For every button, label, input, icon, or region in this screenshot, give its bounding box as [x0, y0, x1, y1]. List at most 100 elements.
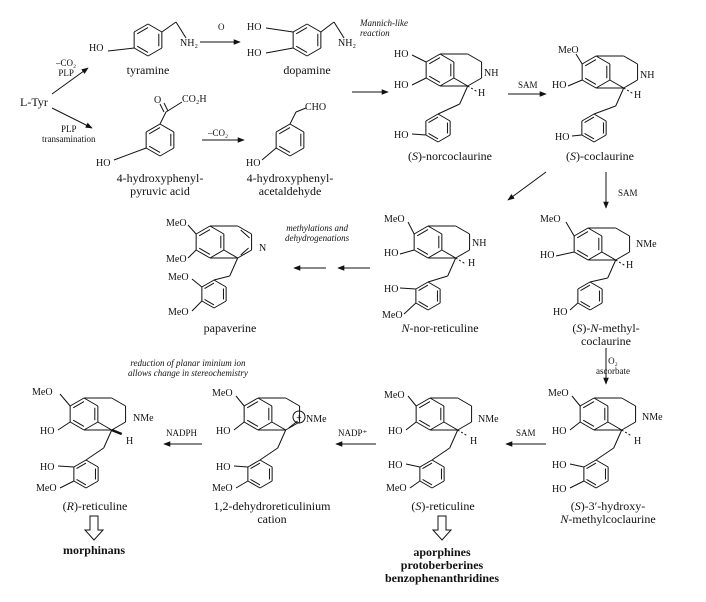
dehydro-label: 1,2-dehydroreticulinium cation — [214, 500, 331, 526]
norcoclaurine-benzyl-ch2 — [459, 85, 469, 105]
papaverine-aromatic-bond — [209, 225, 225, 235]
norcoclaurine-ring-bond — [453, 77, 468, 87]
norret-benzyl-ring-bond — [427, 302, 441, 311]
norcoclaurine-ring-bond — [467, 53, 482, 63]
coclaurine-aromatic-double-bond — [584, 59, 597, 67]
hpaa-double-bond — [278, 145, 291, 153]
dehydro-aromatic-double-bond — [246, 401, 259, 409]
papaverine-ome-bond — [191, 278, 203, 288]
nmc-benzyl-ring-bond — [589, 302, 603, 311]
rret-ring-bond — [111, 421, 126, 431]
norcoclaurine-benzyl-ch2 — [437, 103, 460, 115]
hnmc-benzyl-ring-bond — [583, 480, 597, 489]
norcoclaurine-benzyl-ring-bond — [437, 113, 451, 122]
hnmc-p1: ( — [570, 499, 575, 513]
hnmc-aromatic-bond — [593, 421, 609, 431]
rret-aromatic-double-bond — [72, 419, 85, 427]
rret-benzyl-ring-bond — [73, 459, 87, 468]
hpaa-bond — [275, 147, 291, 157]
co2-loss: –CO₂ — [56, 58, 77, 68]
aporphines-label: aporphines — [413, 545, 471, 559]
methylations-line1: methylations and — [286, 223, 348, 233]
hnmc-p3: )-3′-hydroxy- — [580, 499, 646, 513]
hppa-label-line1: 4-hydroxyphenyl- — [116, 171, 204, 185]
dehydro-benzyl-ring-double-bond — [250, 462, 261, 469]
arrow-coclaurine-to-norret — [507, 171, 547, 201]
coclaurine-p3: )-coclaurine — [576, 149, 634, 163]
rret-ome-bond — [59, 393, 71, 407]
dehydro-benzyl-ring-bond — [247, 459, 261, 468]
norcoclaurine-oh-bond — [411, 133, 426, 136]
rret-meo: MeO — [32, 387, 53, 398]
sret-benzyl-ch2 — [449, 429, 459, 449]
norret-ho-2: HO — [384, 284, 399, 295]
papaverine-double-bond — [240, 229, 250, 239]
sret-ring-bond — [457, 397, 472, 407]
norret-benzyl-ring-bond — [427, 281, 441, 290]
norret-ome-bond — [407, 221, 415, 235]
hnmc-aromatic-double-bond — [582, 419, 595, 427]
hnmc-benzyl-ring-bond — [595, 459, 609, 468]
sret-ome-bond — [407, 395, 417, 407]
rret-h: H — [126, 436, 134, 447]
sret-benzyl-ring-bond — [419, 480, 433, 489]
dehydro-plus-charge: + — [296, 413, 302, 424]
nmc-aromatic-bond — [587, 251, 603, 261]
hppa-bond — [159, 147, 175, 157]
papaverine-ome-bond — [187, 249, 197, 259]
hppa-label-line2: pyruvic acid — [130, 184, 190, 198]
l-tyr-label: L-Tyr — [20, 95, 48, 109]
papaverine-benzyl-ring-bond — [201, 300, 215, 309]
nmc-p3: )- — [582, 321, 591, 335]
arrow-ltyr-to-hppa — [51, 107, 93, 129]
nmc-nme: NMe — [636, 239, 657, 250]
norret-benzyl-ring-bond — [415, 302, 429, 311]
sret-aromatic-bond — [415, 397, 431, 407]
hnmc-benzyl-ring-double-bond — [586, 462, 597, 469]
norret-aromatic-bond — [427, 249, 443, 259]
methylations-note: methylations and dehydrogenations — [285, 223, 349, 243]
hpaa-label-line2: acetaldehyde — [258, 184, 322, 198]
sret-oh-bond — [405, 421, 417, 431]
papaverine-meo-4: MeO — [168, 307, 189, 318]
coclaurine-aromatic-double-bond — [584, 77, 597, 85]
hpaa-label-line1: 4-hydroxyphenyl- — [246, 171, 334, 185]
coclaurine-benzyl-ch2 — [615, 87, 625, 107]
sret-aromatic-bond — [415, 421, 431, 431]
papaverine-ring-bond — [237, 225, 252, 235]
sret-benzyl-ring-bond — [431, 480, 445, 489]
papaverine-label: papaverine — [203, 321, 257, 335]
coclaurine-oh-bond — [571, 134, 582, 137]
dopamine-oh-bond — [265, 47, 294, 54]
coclaurine-benzyl-ring-double-bond — [584, 133, 595, 140]
sret-benzyl-ring-bond — [431, 459, 445, 468]
hollow-arrow-to-aporphines — [431, 515, 453, 541]
sret-benzyl-ch2 — [431, 447, 450, 461]
nadp-reagent: NADP⁺ — [338, 428, 368, 438]
norret-aromatic-double-bond — [416, 247, 429, 255]
coclaurine-s: S — [570, 149, 577, 163]
hnmc-benzyl-ch2 — [613, 429, 623, 449]
rret-ring-bond — [97, 421, 112, 431]
sam-reagent-3: SAM — [516, 428, 536, 438]
oxidation-reagent: O — [218, 22, 225, 32]
sret-p1: ( — [411, 499, 416, 513]
hpaa-chain — [295, 107, 307, 113]
rret-ho-1: HO — [40, 426, 55, 437]
hnmc-benzyl-ring-bond — [595, 480, 609, 489]
sret-nme: NMe — [478, 414, 499, 425]
norret-benzyl-ring-bond — [415, 281, 429, 290]
coclaurine-aromatic-bond — [581, 79, 597, 89]
hnmc-ring-bond — [621, 397, 636, 407]
norret-stereo-h — [455, 257, 466, 265]
transamination-reagent: PLP transamination — [42, 124, 96, 144]
papaverine-double-bond — [240, 247, 249, 256]
norcoclaurine-benzyl-ring-bond — [425, 134, 439, 143]
rret-benzyl-ring-bond — [85, 480, 99, 489]
papaverine-benzyl-ch2 — [213, 275, 230, 281]
hnmc-oh-bond — [569, 480, 585, 489]
nmc-benzyl-ring-bond — [577, 302, 591, 311]
hppa-bond — [145, 123, 161, 133]
hnmc-ring-bond — [607, 421, 622, 431]
hnmc-benzyl-ch2 — [595, 447, 614, 461]
